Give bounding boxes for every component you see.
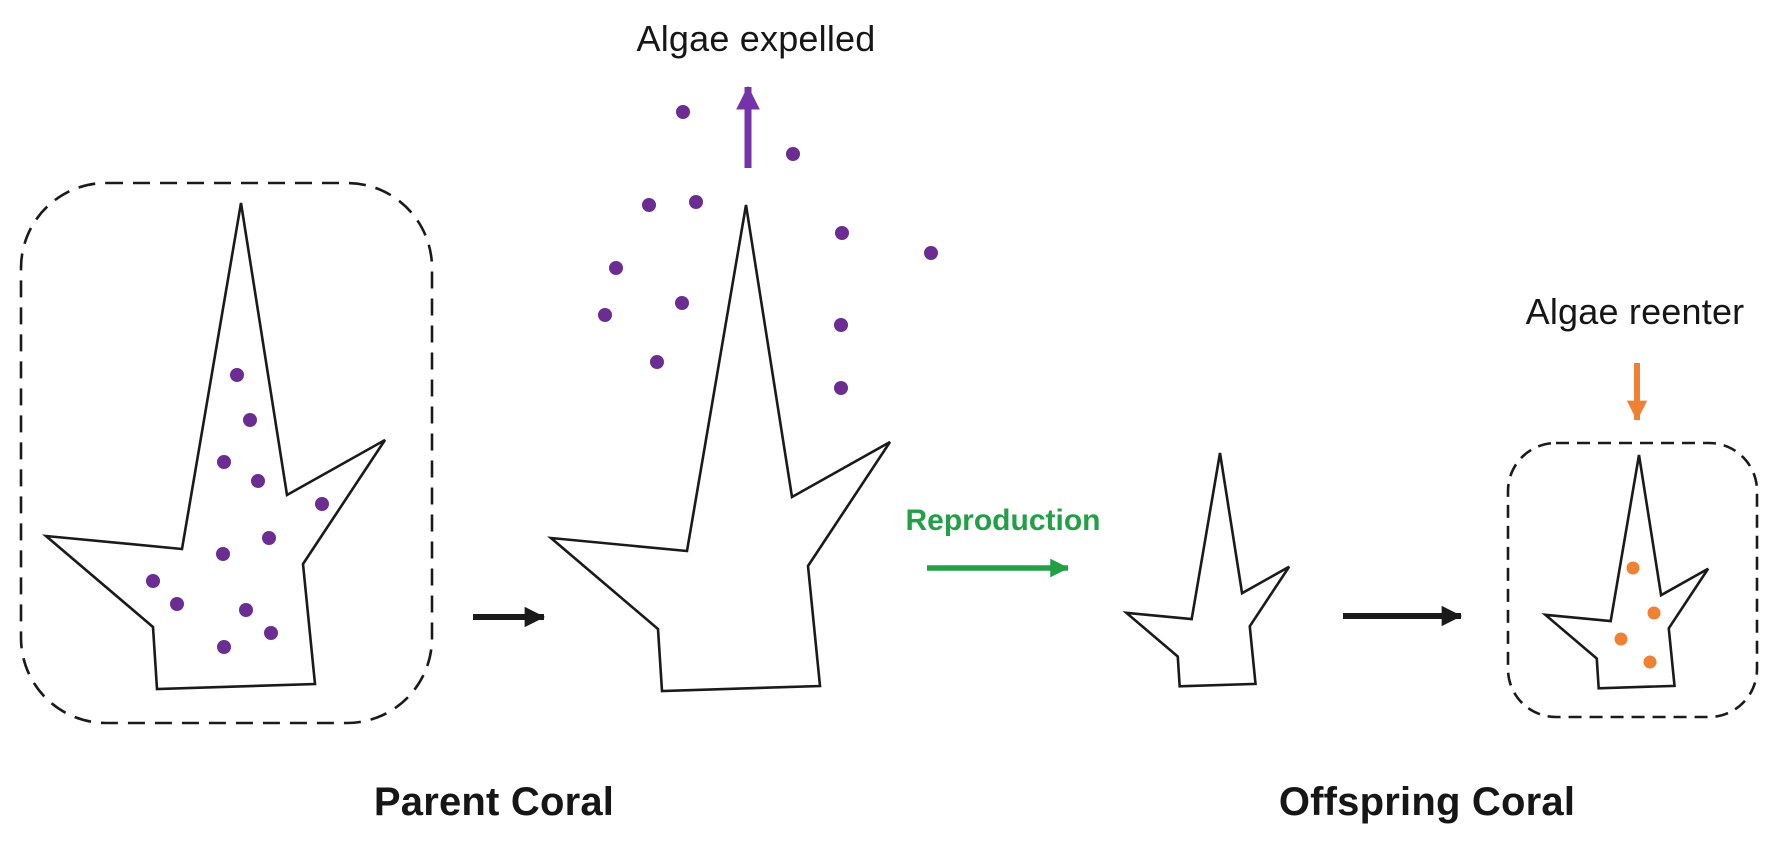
algae-dot [230,368,244,382]
algae-dot [251,474,265,488]
algae-dot [217,455,231,469]
parent-coral-with-algae-shape [44,201,387,691]
offspring-coral-with-algae-shape [1544,454,1709,689]
algae-dot [1626,561,1640,575]
parent-coral-expelling-shape [549,203,892,693]
algae-expelled-label: Algae expelled [636,18,876,59]
algae-dot [1647,606,1661,620]
algae-dot [217,640,231,654]
algae-dot [642,198,656,212]
algae-dot [834,318,848,332]
algae-dot [675,296,689,310]
algae-dot [924,246,938,260]
algae-dot [243,413,257,427]
algae-dot [834,381,848,395]
algae-dot [264,626,278,640]
algae-dot [689,195,703,209]
algae-dot [598,308,612,322]
offspring-coral-boundary-box [1506,441,1759,719]
parent-coral-boundary-box [19,181,434,725]
algae-dot [609,261,623,275]
offspring-coral-label: Offspring Coral [1278,780,1576,824]
algae-dot [1643,655,1657,669]
offspring-coral-shape [1125,452,1290,687]
reproduction-label: Reproduction [905,504,1101,537]
algae-dot [835,226,849,240]
algae-dot [239,603,253,617]
algae-reenter-label: Algae reenter [1525,291,1745,332]
algae-dot [315,497,329,511]
algae-dot [1614,632,1628,646]
algae-dot [216,547,230,561]
algae-dots-expelled [598,105,938,395]
parent-coral-label: Parent Coral [373,780,615,824]
algae-dot [146,574,160,588]
algae-dots-inside-offspring [1614,561,1661,669]
algae-dots-inside-parent [146,368,329,654]
algae-dot [676,105,690,119]
algae-dot [170,597,184,611]
algae-dot [262,531,276,545]
algae-dot [786,147,800,161]
algae-dot [650,355,664,369]
